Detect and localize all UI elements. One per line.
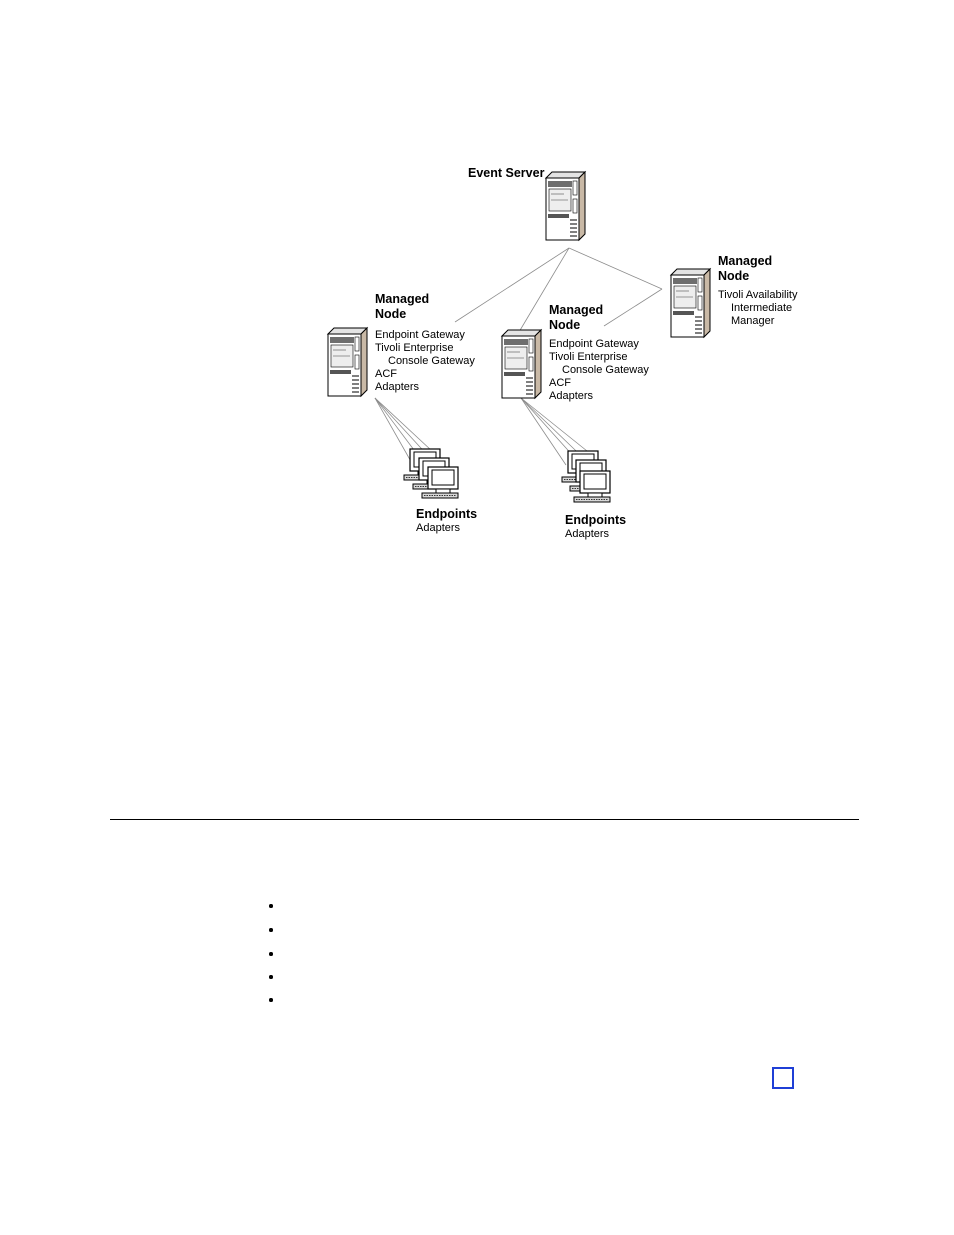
managed-node-center-title-2: Node [549, 318, 581, 332]
managed-node-center-line: Endpoint Gateway [549, 338, 639, 350]
endpoints-center-sub: Adapters [565, 528, 610, 540]
endpoints-center-computers-icon [561, 450, 611, 503]
event-server-icon [545, 171, 586, 241]
bullet-marker [268, 997, 274, 1003]
endpoints-left-computers-icon [403, 448, 459, 499]
bullet-marker [268, 951, 274, 957]
managed-node-left-label: Managed Node Endpoint Gateway Tivoli Ent… [375, 292, 475, 394]
managed-node-center-label: Managed Node Endpoint Gateway Tivoli Ent… [549, 303, 649, 403]
managed-node-left-server-icon [327, 327, 368, 397]
managed-node-center-line: Console Gateway [562, 364, 649, 376]
endpoints-center-label: Endpoints Adapters [565, 513, 626, 541]
managed-node-center-server-icon [501, 329, 542, 399]
managed-node-right-line: Manager [731, 315, 775, 327]
managed-node-center-line: ACF [549, 377, 571, 389]
bullet-marker [268, 903, 274, 909]
bullet-marker [268, 974, 274, 980]
endpoints-left-sub: Adapters [416, 522, 461, 534]
managed-node-left-line: Tivoli Enterprise [375, 342, 454, 354]
managed-node-left-line: Console Gateway [388, 355, 475, 367]
managed-node-right-title-1: Managed [718, 254, 773, 268]
managed-node-left-line: Endpoint Gateway [375, 329, 465, 341]
managed-node-left-title-2: Node [375, 307, 407, 321]
managed-node-right-title-2: Node [718, 269, 750, 283]
endpoints-center-title: Endpoints [565, 513, 627, 527]
managed-node-left-title-1: Managed [375, 292, 430, 306]
endpoints-left-title: Endpoints [416, 507, 478, 521]
managed-node-right-label: Managed Node Tivoli Availability Interme… [718, 254, 797, 328]
bullet-marker [268, 927, 274, 933]
network-diagram [327, 171, 711, 503]
section-divider [110, 819, 859, 820]
managed-node-right-line: Intermediate [731, 302, 793, 314]
managed-node-right-line: Tivoli Availability [718, 289, 798, 301]
managed-node-center-title-1: Managed [549, 303, 604, 317]
endpoints-left-label: Endpoints Adapters [416, 507, 477, 535]
managed-node-center-line: Adapters [549, 390, 594, 402]
managed-node-left-line: Adapters [375, 381, 420, 393]
managed-node-left-line: ACF [375, 368, 397, 380]
event-server-label: Event Server [468, 166, 545, 180]
connector-lines [454, 247, 663, 333]
managed-node-right-server-icon [670, 268, 711, 338]
managed-node-center-line: Tivoli Enterprise [549, 351, 628, 363]
outlined-link-box[interactable] [772, 1067, 794, 1089]
